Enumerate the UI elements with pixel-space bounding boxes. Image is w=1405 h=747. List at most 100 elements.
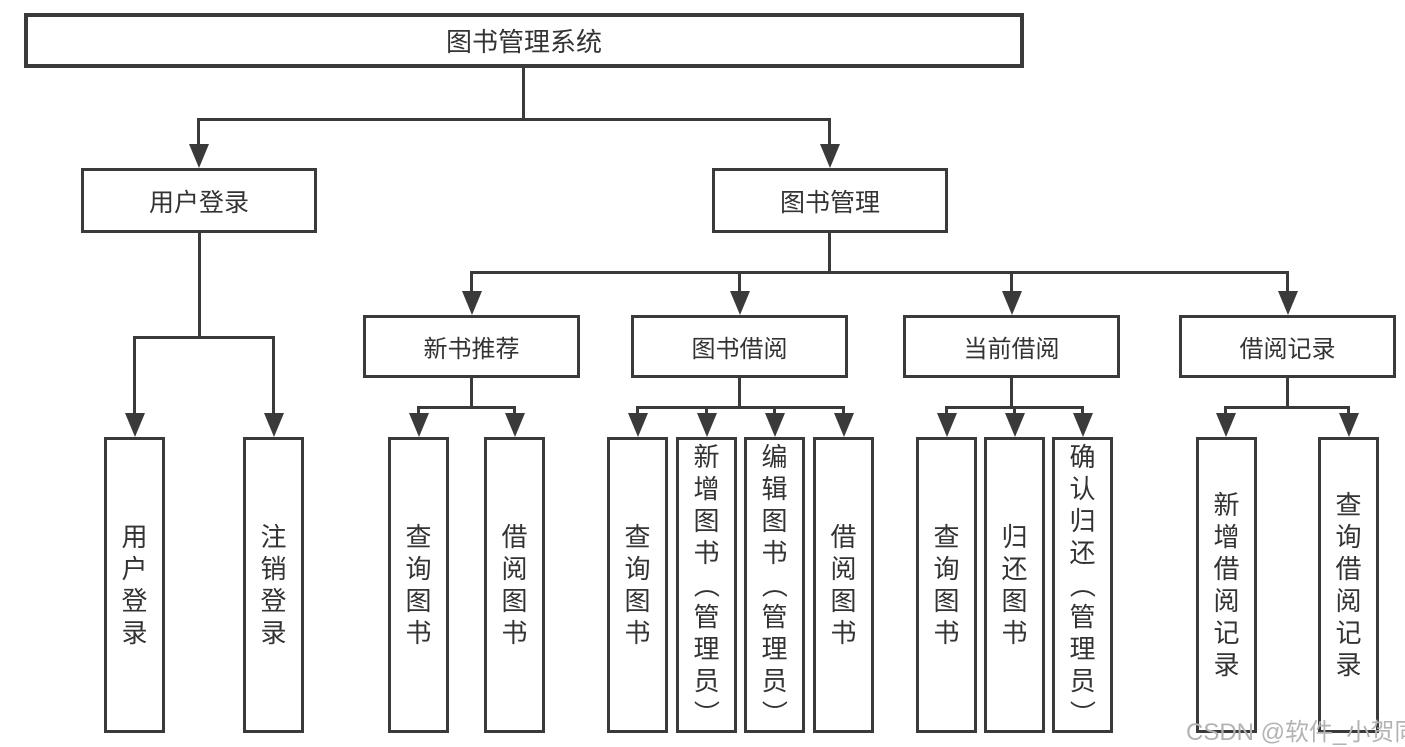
vertical-char: 编 — [761, 442, 788, 472]
arrow-to-leaf-confirm-return-admin — [1072, 406, 1093, 437]
node-new-book-recommend: 新书推荐 — [363, 315, 580, 378]
vertical-char: （ — [1067, 571, 1098, 599]
vertical-char: 还 — [1001, 554, 1028, 584]
vertical-char: 归 — [1069, 506, 1096, 536]
vertical-char: 书 — [501, 618, 528, 648]
vertical-char: 书 — [933, 618, 960, 648]
arrow-to-leaf-query-borrow-record — [1338, 406, 1359, 437]
vertical-char: 查 — [1335, 490, 1362, 520]
vertical-char: 询 — [624, 554, 651, 584]
vertical-char: 阅 — [501, 554, 528, 584]
csdn-watermark: CSDN @软件_小贺同学 — [1186, 719, 1405, 746]
arrow-to-leaf-add-book-admin — [696, 406, 717, 437]
vertical-char: 认 — [1069, 474, 1096, 504]
vertical-char: 图 — [624, 586, 651, 616]
vertical-char: 阅 — [1335, 586, 1362, 616]
vertical-char: 销 — [260, 554, 287, 584]
vertical-char: 询 — [405, 554, 432, 584]
arrow-to-leaf-borrow-books — [833, 406, 854, 437]
node-borrow-records: 借阅记录 — [1179, 315, 1396, 378]
vertical-char: 查 — [405, 522, 432, 552]
connector-bar-records-children — [1224, 406, 1349, 409]
vertical-char: 确 — [1069, 442, 1096, 472]
leaf-add-borrow-record: 新增借阅记录 — [1196, 437, 1257, 733]
arrow-to-leaf-edit-book-admin — [764, 406, 785, 437]
arrow-to-leaf-return-book — [1004, 406, 1025, 437]
vertical-char: ） — [691, 699, 722, 727]
arrow-to-new-book-recommend — [461, 271, 482, 315]
leaf-confirm-return-admin: 确认归还（管理员） — [1052, 437, 1113, 733]
arrow-to-leaf-add-borrow-record — [1215, 406, 1236, 437]
vertical-char: 书 — [624, 618, 651, 648]
vertical-char: 员 — [761, 666, 788, 696]
vertical-char: 用 — [121, 522, 148, 552]
leaf-query-books-current: 查询图书 — [916, 437, 977, 733]
arrow-to-leaf-user-login — [124, 336, 145, 437]
arrow-to-current-borrow — [1001, 271, 1022, 315]
leaf-add-book-admin: 新增图书（管理员） — [676, 437, 737, 733]
connector-bar-borrow-children — [636, 406, 845, 409]
vertical-char: （ — [759, 571, 790, 599]
connector-bar-recommend-children — [417, 406, 515, 409]
node-root-library-system: 图书管理系统 — [24, 13, 1024, 68]
vertical-char: 询 — [933, 554, 960, 584]
vertical-char: 登 — [260, 586, 287, 616]
vertical-char: 归 — [1001, 522, 1028, 552]
vertical-char: 阅 — [1213, 586, 1240, 616]
connector-recommend-stub — [470, 378, 473, 409]
vertical-char: 阅 — [830, 554, 857, 584]
vertical-char: 新 — [693, 442, 720, 472]
arrow-to-leaf-query-books-recommend — [408, 406, 429, 437]
connector-login-stub — [198, 233, 201, 339]
leaf-borrow-books: 借阅图书 — [813, 437, 874, 733]
vertical-char: 增 — [693, 474, 720, 504]
vertical-char: 记 — [1213, 618, 1240, 648]
vertical-char: 书 — [1001, 618, 1028, 648]
arrow-to-leaf-query-books-borrow — [627, 406, 648, 437]
vertical-char: 管 — [761, 602, 788, 632]
arrow-to-leaf-query-books-current — [936, 406, 957, 437]
leaf-logout: 注销登录 — [243, 437, 304, 733]
vertical-char: 增 — [1213, 522, 1240, 552]
vertical-char: 还 — [1069, 538, 1096, 568]
leaf-query-books-recommend: 查询图书 — [388, 437, 449, 733]
vertical-char: 录 — [260, 618, 287, 648]
vertical-char: 借 — [501, 522, 528, 552]
node-user-login: 用户登录 — [81, 168, 317, 233]
arrow-to-book-borrow — [729, 271, 750, 315]
arrow-to-user-login — [188, 118, 209, 168]
vertical-char: 图 — [1001, 586, 1028, 616]
vertical-char: 理 — [693, 634, 720, 664]
vertical-char: 书 — [693, 538, 720, 568]
leaf-borrow-books-recommend: 借阅图书 — [484, 437, 545, 733]
vertical-char: 询 — [1335, 522, 1362, 552]
vertical-char: 图 — [501, 586, 528, 616]
node-current-borrow: 当前借阅 — [903, 315, 1120, 378]
vertical-char: 图 — [693, 506, 720, 536]
node-book-management: 图书管理 — [712, 168, 948, 233]
node-book-borrow: 图书借阅 — [631, 315, 848, 378]
vertical-char: 录 — [1213, 650, 1240, 680]
connector-bar-level3 — [471, 271, 1289, 274]
vertical-char: 图 — [405, 586, 432, 616]
vertical-char: 登 — [121, 586, 148, 616]
vertical-char: 录 — [1335, 650, 1362, 680]
vertical-char: 员 — [693, 666, 720, 696]
leaf-query-borrow-record: 查询借阅记录 — [1318, 437, 1379, 733]
vertical-char: 书 — [761, 538, 788, 568]
leaf-query-books-borrow: 查询图书 — [607, 437, 668, 733]
vertical-char: 借 — [830, 522, 857, 552]
vertical-char: 借 — [1213, 554, 1240, 584]
vertical-char: 辑 — [761, 474, 788, 504]
vertical-char: 新 — [1213, 490, 1240, 520]
connector-root-stub — [522, 68, 525, 120]
vertical-char: 录 — [121, 618, 148, 648]
vertical-char: （ — [691, 571, 722, 599]
vertical-char: 书 — [830, 618, 857, 648]
leaf-edit-book-admin: 编辑图书（管理员） — [744, 437, 805, 733]
vertical-char: 理 — [761, 634, 788, 664]
connector-bar-login-children — [133, 336, 275, 339]
vertical-char: ） — [759, 699, 790, 727]
connector-bar-level2 — [198, 118, 831, 121]
